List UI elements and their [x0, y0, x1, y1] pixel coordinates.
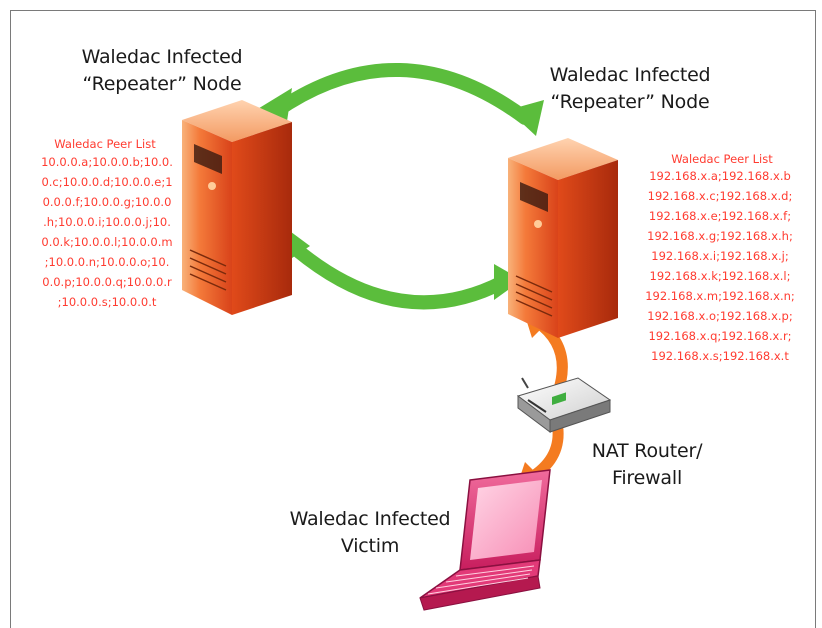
peer-list-entry: 10.0.0.a;10.0.0.b;10.0.: [41, 155, 173, 169]
victim-line1: Waledac Infected: [289, 508, 451, 530]
repeater-left-line2: “Repeater” Node: [82, 73, 242, 95]
green-arrow-bottom: [280, 226, 522, 310]
repeater-right-label: Waledac Infected “Repeater” Node: [520, 62, 740, 116]
peer-list-right: 192.168.x.a;192.168.x.b 192.168.x.c;192.1…: [636, 166, 804, 366]
peer-list-entry: 192.168.x.c;192.168.x.d;: [647, 189, 793, 203]
peer-list-entry: 0.c;10.0.0.d;10.0.0.e;1: [41, 175, 173, 189]
diagram-frame: [10, 10, 816, 628]
repeater-left-line1: Waledac Infected: [81, 46, 243, 68]
peer-list-entry: 0.0.k;10.0.0.l;10.0.0.m: [41, 235, 173, 249]
repeater-right-line2: “Repeater” Node: [550, 91, 710, 113]
peer-list-entry: 192.168.x.a;192.168.x.b: [649, 169, 791, 183]
peer-list-entry: .h;10.0.0.i;10.0.0.j;10.: [43, 215, 171, 229]
network-router-icon: [516, 377, 612, 433]
green-arrow-top: [256, 62, 544, 136]
repeater-right-line1: Waledac Infected: [549, 64, 711, 86]
peer-list-entry: 192.168.x.k;192.168.x.l;: [649, 269, 791, 283]
router-line2: Firewall: [611, 467, 683, 489]
victim-line2: Victim: [340, 535, 400, 557]
peer-list-entry: 0.0.p;10.0.0.q;10.0.0.r: [42, 275, 172, 289]
peer-list-left-title: Waledac Peer List: [54, 137, 156, 151]
peer-list-entry: 192.168.x.m;192.168.x.n;: [645, 289, 795, 303]
peer-list-entry: 0.0.0.f;10.0.0.g;10.0.0: [42, 195, 172, 209]
server-tower-icon: [508, 138, 618, 338]
router-line1: NAT Router/: [591, 440, 703, 462]
victim-label: Waledac Infected Victim: [280, 506, 460, 560]
peer-list-right-title: Waledac Peer List: [671, 152, 773, 166]
peer-list-entry: ;10.0.0.n;10.0.0.o;10.: [44, 255, 170, 269]
peer-list-entry: 192.168.x.e;192.168.x.f;: [648, 209, 792, 223]
repeater-left-label: Waledac Infected “Repeater” Node: [52, 44, 272, 98]
laptop-icon: [419, 469, 551, 611]
peer-list-left: 10.0.0.a;10.0.0.b;10.0. 0.c;10.0.0.d;10.0…: [22, 152, 192, 312]
peer-list-entry: 192.168.x.s;192.168.x.t: [651, 349, 789, 363]
router-label: NAT Router/ Firewall: [582, 438, 712, 492]
peer-list-entry: 192.168.x.i;192.168.x.j;: [651, 249, 789, 263]
server-tower-icon: [182, 100, 292, 315]
peer-list-entry: 192.168.x.g;192.168.x.h;: [647, 229, 793, 243]
peer-list-entry: 192.168.x.q;192.168.x.r;: [648, 329, 792, 343]
peer-list-entry: 192.168.x.o;192.168.x.p;: [647, 309, 793, 323]
peer-list-entry: ;10.0.0.s;10.0.0.t: [57, 295, 157, 309]
